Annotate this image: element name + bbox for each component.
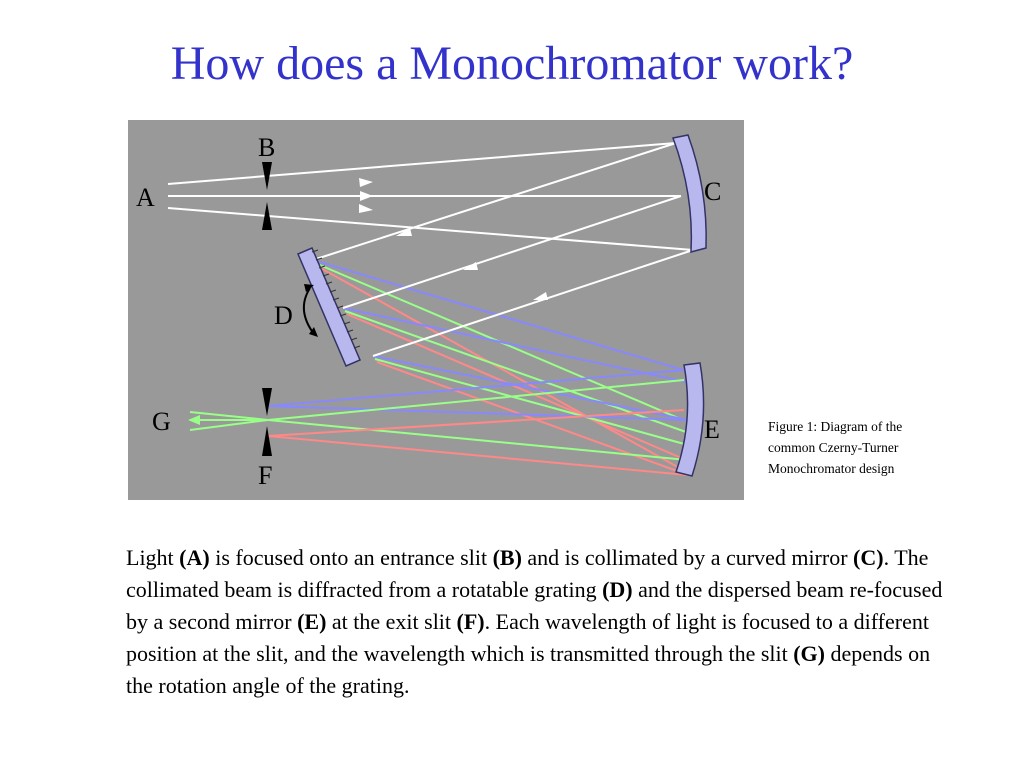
blue-beam-bottom: [372, 355, 689, 421]
ruling: [318, 265, 326, 269]
slide-title: How does a Monochromator work?: [170, 37, 854, 90]
ruling: [343, 321, 351, 325]
ruling: [325, 281, 333, 285]
text-segment: . The collimated beam is diffracted from…: [126, 545, 929, 602]
text-segment: is focused onto an entrance slit: [209, 545, 493, 570]
blue-return-2: [267, 405, 688, 421]
text-segment: . Each wavelength of light is focused to…: [126, 609, 929, 666]
green-beam-bottom: [374, 358, 689, 446]
green-beam-mid: [344, 310, 687, 433]
diffraction-grating: [297, 247, 361, 367]
slit-b-bottom: [262, 202, 272, 230]
monochromator-diagram: A B C D E F G: [128, 120, 744, 500]
ruling: [346, 329, 354, 333]
arrow-6: [533, 292, 548, 300]
red-return-2: [267, 435, 688, 476]
figure-caption: Figure 1: Diagram of the common Czerny-T…: [768, 419, 903, 476]
ruling: [322, 273, 330, 277]
input-ray-1: [167, 142, 677, 185]
white-arrowheads: [359, 178, 548, 300]
ruling: [353, 345, 361, 349]
green-return-2: [267, 419, 688, 461]
ruling: [329, 289, 337, 293]
rotation-arrow-icon: [303, 287, 315, 335]
grating-body: [297, 247, 361, 367]
exit-slit: [262, 388, 272, 456]
blue-return-1: [267, 369, 685, 407]
label-b: B: [258, 133, 275, 162]
ref-c: (C): [853, 545, 884, 570]
ruling: [336, 305, 344, 309]
collimated-ray-2: [342, 195, 682, 309]
text-segment: depends on the rotation angle of the gra…: [126, 641, 931, 698]
arrow-4: [396, 228, 412, 236]
diagram-svg: A B C D E F G: [128, 120, 744, 500]
text-segment: at the exit slit: [326, 609, 457, 634]
red-beam-mid: [346, 313, 687, 461]
ref-b: (B): [492, 545, 522, 570]
slit-f-bottom: [262, 426, 272, 456]
red-beam-top: [316, 265, 684, 471]
label-g: G: [152, 407, 171, 436]
ref-a: (A): [179, 545, 210, 570]
slit-f-top: [262, 388, 272, 416]
white-beams: [167, 142, 694, 357]
green-return-1: [267, 379, 685, 421]
arrow-3: [359, 204, 373, 213]
ruling: [315, 257, 323, 261]
label-a: A: [136, 183, 155, 212]
ref-g: (G): [793, 641, 825, 666]
ref-f: (F): [456, 609, 485, 634]
text-segment: Light: [126, 545, 180, 570]
blue-beam-mid: [342, 307, 687, 383]
input-ray-3: [167, 207, 694, 251]
collimated-ray-1: [312, 142, 677, 261]
arrow-5: [463, 262, 478, 270]
collimated-ray-3: [372, 249, 694, 357]
ref-d: (D): [602, 577, 633, 602]
rotation-arrowhead-bottom: [309, 327, 318, 337]
green-output-down: [189, 419, 269, 431]
ruling: [339, 313, 347, 317]
ruling: [311, 249, 319, 253]
curved-mirror-e: [675, 362, 705, 477]
ruling: [332, 297, 340, 301]
text-segment: and the dispersed beam re-focused by a s…: [126, 577, 943, 634]
ref-e: (E): [297, 609, 327, 634]
label-e: E: [704, 415, 720, 444]
text-segment: and is collimated by a curved mirror: [521, 545, 854, 570]
arrow-2: [360, 191, 373, 201]
explanation-paragraph: Light (A) is focused onto an entrance sl…: [126, 542, 946, 702]
label-d: D: [274, 301, 293, 330]
curved-mirror-c: [671, 134, 707, 253]
grating-rulings: [311, 249, 361, 349]
red-return-1: [267, 409, 685, 437]
ruling: [350, 337, 358, 341]
arrow-1: [359, 178, 373, 187]
output-arrow-1: [188, 415, 200, 425]
green-output-up: [189, 411, 269, 421]
slit-b-top: [262, 162, 272, 190]
label-f: F: [258, 461, 272, 490]
rotation-arrowhead-top: [304, 284, 314, 292]
diagram-background: [128, 120, 744, 500]
entrance-slit: [262, 162, 272, 230]
label-c: C: [704, 177, 721, 206]
refocused-beams: [188, 369, 688, 476]
